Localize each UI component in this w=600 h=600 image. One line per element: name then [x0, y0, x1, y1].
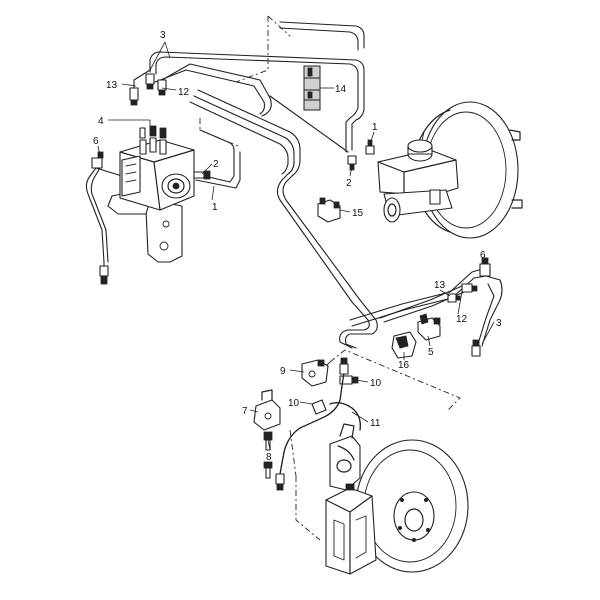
leader-lines: [97, 41, 495, 451]
callout-14: 14: [335, 84, 347, 95]
callout-2-left: 2: [213, 159, 219, 170]
abs-hydraulic-unit: [107, 125, 211, 263]
callout-8: 8: [266, 452, 272, 463]
assembly-boundary-lines: [199, 15, 461, 541]
line-clip-left: [91, 151, 104, 169]
callout-9: 9: [280, 366, 286, 377]
pipe-clip-5: [417, 313, 441, 341]
clip-10b: [311, 399, 327, 415]
pipe-connector-cluster: [129, 69, 167, 106]
brake-caliper: [325, 483, 377, 575]
callout-1-right: 1: [372, 122, 378, 133]
callout-7: 7: [242, 406, 248, 417]
right-line-fitting: [471, 257, 491, 357]
holder-16: [391, 331, 417, 359]
master-cylinder: [347, 139, 459, 223]
callout-1-left: 1: [212, 202, 218, 213]
callout-4: 4: [98, 116, 104, 127]
callout-labels: 3 13 12 4 6 2 1 14 1 2 15 6 13 12 3 5 16…: [93, 30, 502, 463]
junction-fittings: [447, 283, 478, 303]
pipe-clip-block: [303, 65, 321, 111]
callout-12-top: 12: [178, 87, 190, 98]
callout-16: 16: [398, 360, 410, 371]
bracket-7: [253, 389, 281, 431]
connector-15: [317, 197, 341, 223]
callout-2-right: 2: [346, 178, 352, 189]
callout-12-right: 12: [456, 314, 468, 325]
bracket-9: [301, 359, 329, 387]
wheel-hub-steering-knuckle: [329, 423, 361, 491]
brake-disc: [355, 439, 469, 573]
callout-11: 11: [370, 418, 381, 429]
callout-13-top: 13: [106, 80, 118, 91]
brake-line-harness: [85, 21, 503, 349]
callout-3-top: 3: [160, 30, 166, 41]
callout-10-right: 10: [370, 378, 382, 389]
callout-10-left: 10: [288, 398, 300, 409]
callout-3-right: 3: [496, 318, 502, 329]
callout-6-right: 6: [480, 250, 486, 261]
line-end-fitting-left: [99, 265, 109, 285]
brake-hose: [275, 357, 361, 491]
callout-6-left: 6: [93, 136, 99, 147]
callout-15: 15: [352, 208, 364, 219]
callout-13-right: 13: [434, 280, 446, 291]
abs-mounting-bracket: [145, 199, 183, 263]
callout-5: 5: [428, 347, 434, 358]
